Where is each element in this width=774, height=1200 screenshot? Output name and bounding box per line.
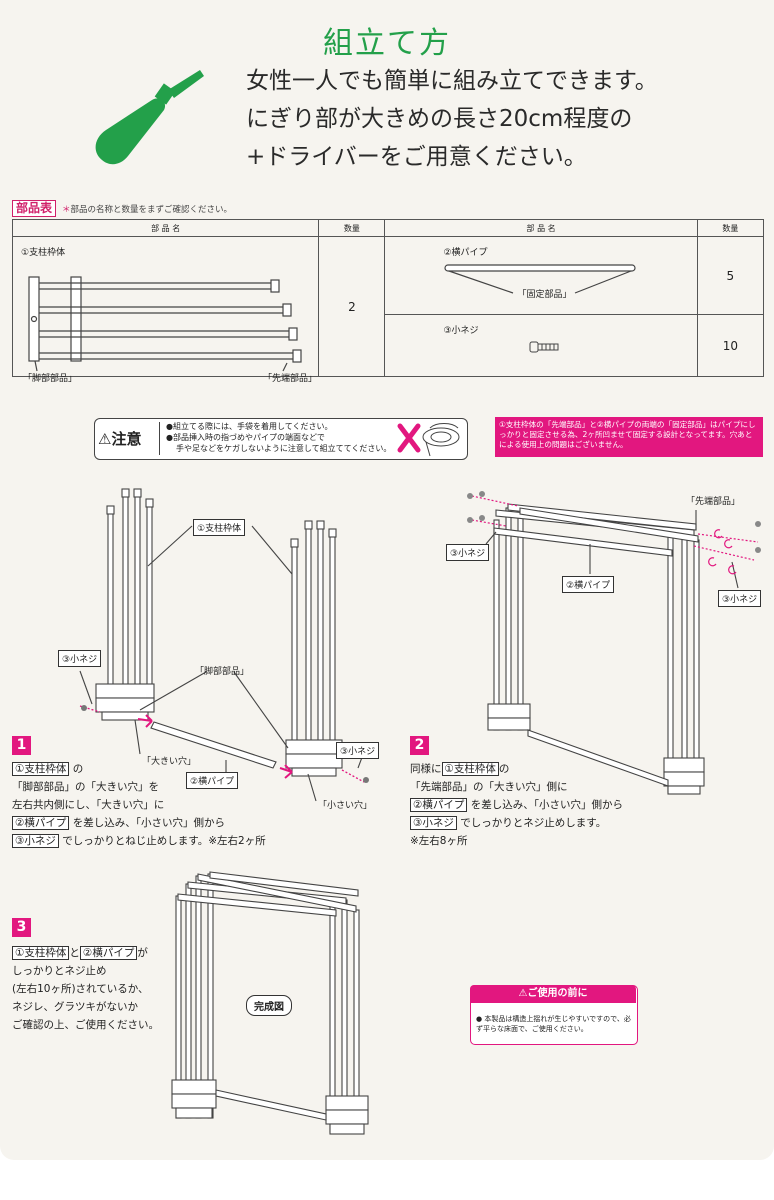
before-use-text: ● 本製品は構造上揺れが生じやすいですので、必ず平らな床面で、ご使用ください。 xyxy=(476,1015,631,1033)
step-number: 3 xyxy=(12,918,31,937)
step-line: ネジレ、グラツキがないか xyxy=(12,1001,138,1013)
callout-pipe: ②横パイプ xyxy=(186,772,239,789)
caution-line: 手や足などをケガしないように注意して組立ててください。 xyxy=(176,444,392,453)
callout-screw-right: ③小ネジ xyxy=(336,742,380,759)
part-tag: ②横パイプ xyxy=(12,816,70,830)
step-line: ③小ネジ でしっかりとネジ止めします。 xyxy=(410,814,690,832)
pipe-cell: ②横パイプ 「固定部品」 xyxy=(384,236,698,315)
callout-big-hole: 「大きい穴」 xyxy=(142,757,197,767)
step-line: ③小ネジ でしっかりとねじ止めします。※左右2ヶ所 xyxy=(12,832,312,850)
step1-diagram xyxy=(79,488,369,802)
frame-cell: ①支柱枠体 「脚部部品」 xyxy=(11,236,320,384)
parts-list-label: 部品表 xyxy=(12,200,57,217)
step-line: 「脚部部品」の「大きい穴」を xyxy=(12,781,159,793)
step1-text: ①支柱枠体 の 「脚部部品」の「大きい穴」を 左右共内側にし、「大きい穴」に ②… xyxy=(12,760,312,850)
step-fragment: でしっかりとネジ止めします。 xyxy=(460,817,607,829)
intro-text: 女性一人でも簡単に組み立てできます。 にぎり部が大きめの長さ20cm程度の +ド… xyxy=(246,62,766,176)
finished-diagram-label: 完成図 xyxy=(246,995,292,1016)
frame-name: ①支柱枠体 xyxy=(21,248,66,258)
step-number: 1 xyxy=(12,736,31,755)
step2-diagram xyxy=(467,491,761,795)
part-tag: ①支柱枠体 xyxy=(12,762,70,776)
frame-foot-label: 「脚部部品」 xyxy=(23,374,78,384)
callout-frame: ①支柱枠体 xyxy=(193,519,246,536)
pipe-qty: 5 xyxy=(696,236,765,315)
intro-line: にぎり部が大きめの長さ20cm程度の xyxy=(246,106,633,132)
header-qty: 数量 xyxy=(696,219,765,237)
header-name: 部 品 名 xyxy=(384,219,698,237)
step-line: ②横パイプ を差し込み、「小さい穴」側から xyxy=(410,796,690,814)
parts-note-text: 部品の名称と数量をまずご確認ください。 xyxy=(70,205,233,215)
caution-divider xyxy=(159,422,160,455)
step-line: ②横パイプ を差し込み、「小さい穴」側から xyxy=(12,814,312,832)
screwdriver-icon xyxy=(95,70,204,165)
step-line: しっかりとネジ止め xyxy=(12,965,107,977)
part-tag: ①支柱枠体 xyxy=(12,946,70,960)
before-use-title: ⚠ご使用の前に xyxy=(470,985,636,1003)
table-header-row: 部 品 名 数量 部 品 名 数量 xyxy=(11,219,765,237)
step-line: ※左右8ヶ所 xyxy=(410,835,468,847)
step-line: 「先端部品」の「大きい穴」側に xyxy=(410,781,568,793)
table-row: ①支柱枠体 「脚部部品」 xyxy=(11,236,765,384)
pipe-illustration xyxy=(444,264,637,294)
screw-name: ③小ネジ xyxy=(443,326,479,336)
instruction-sheet xyxy=(0,0,774,1160)
frame-illustration xyxy=(28,276,302,372)
step-line: ご確認の上、ご使用ください。 xyxy=(12,1019,159,1031)
part-tag: ③小ネジ xyxy=(410,816,457,830)
step-line: 左右共内側にし、「大きい穴」に xyxy=(12,799,165,811)
pipe-fixing-label: 「固定部品」 xyxy=(517,290,572,300)
screw-qty: 10 xyxy=(696,314,765,377)
part-tag: ②横パイプ xyxy=(410,798,468,812)
caution-text: ●組立てる際には、手袋を着用してください。 ●部品挿入時の指づめやパイプの端面な… xyxy=(166,421,396,454)
step-fragment: 同様に xyxy=(410,763,442,775)
finished-rack-illustration xyxy=(171,871,369,1135)
callout-foot: 「脚部部品」 xyxy=(195,667,250,677)
callout-small-hole: 「小さい穴」 xyxy=(318,801,373,811)
header-name: 部 品 名 xyxy=(11,219,320,237)
screw-icon xyxy=(529,341,559,353)
callout-screw-right: ③小ネジ xyxy=(718,590,762,607)
intro-line: +ドライバーをご用意ください。 xyxy=(246,144,587,170)
callout-pipe: ②横パイプ xyxy=(562,576,615,593)
fixing-note: ①支柱枠体の「先端部品」と②横パイプの両端の「固定部品」はパイプにしっかりと固定… xyxy=(495,417,763,457)
step-fragment: と xyxy=(69,947,80,959)
table-row: ③小ネジ 10 xyxy=(13,314,765,377)
step-fragment: が xyxy=(137,947,148,959)
step-fragment: を差し込み、「小さい穴」側から xyxy=(470,799,624,811)
callout-screw-left: ③小ネジ xyxy=(446,544,490,561)
caution-line: ●組立てる際には、手袋を着用してください。 xyxy=(166,422,333,431)
callout-screw-left: ③小ネジ xyxy=(58,650,102,667)
caution-line: ●部品挿入時の指づめやパイプの端面などで xyxy=(166,433,325,442)
part-tag: ②横パイプ xyxy=(79,946,138,960)
part-tag: ①支柱枠体 xyxy=(441,762,499,776)
step-number: 2 xyxy=(410,736,429,755)
parts-table: 部 品 名 数量 部 品 名 数量 ①支柱枠体 xyxy=(11,219,765,384)
step-fragment: でしっかりとねじ止めします。※左右2ヶ所 xyxy=(62,835,266,847)
frame-tip-label: 「先端部品」 xyxy=(263,374,318,384)
note-star: ＊ xyxy=(62,205,71,215)
callout-tip: 「先端部品」 xyxy=(686,497,741,507)
part-tag: ③小ネジ xyxy=(12,834,59,848)
no-hand-icon xyxy=(397,423,460,457)
step-line: ①支柱枠体 の xyxy=(12,760,312,778)
page-title: 組立て方 xyxy=(323,26,451,61)
header-qty: 数量 xyxy=(318,219,386,237)
pipe-name: ②横パイプ xyxy=(443,248,488,258)
step-fragment: の xyxy=(498,763,510,775)
step-fragment: を差し込み、「小さい穴」側から xyxy=(72,817,226,829)
step-fragment: の xyxy=(72,763,84,775)
intro-line: 女性一人でも簡単に組み立てできます。 xyxy=(246,68,658,94)
parts-note: ＊部品の名称と数量をまずご確認ください。 xyxy=(62,203,232,215)
step-line: (左右10ヶ所)されているか、 xyxy=(12,983,149,995)
screw-cell: ③小ネジ xyxy=(384,314,698,377)
caution-title: ⚠注意 xyxy=(98,430,142,448)
frame-qty: 2 xyxy=(318,236,386,377)
